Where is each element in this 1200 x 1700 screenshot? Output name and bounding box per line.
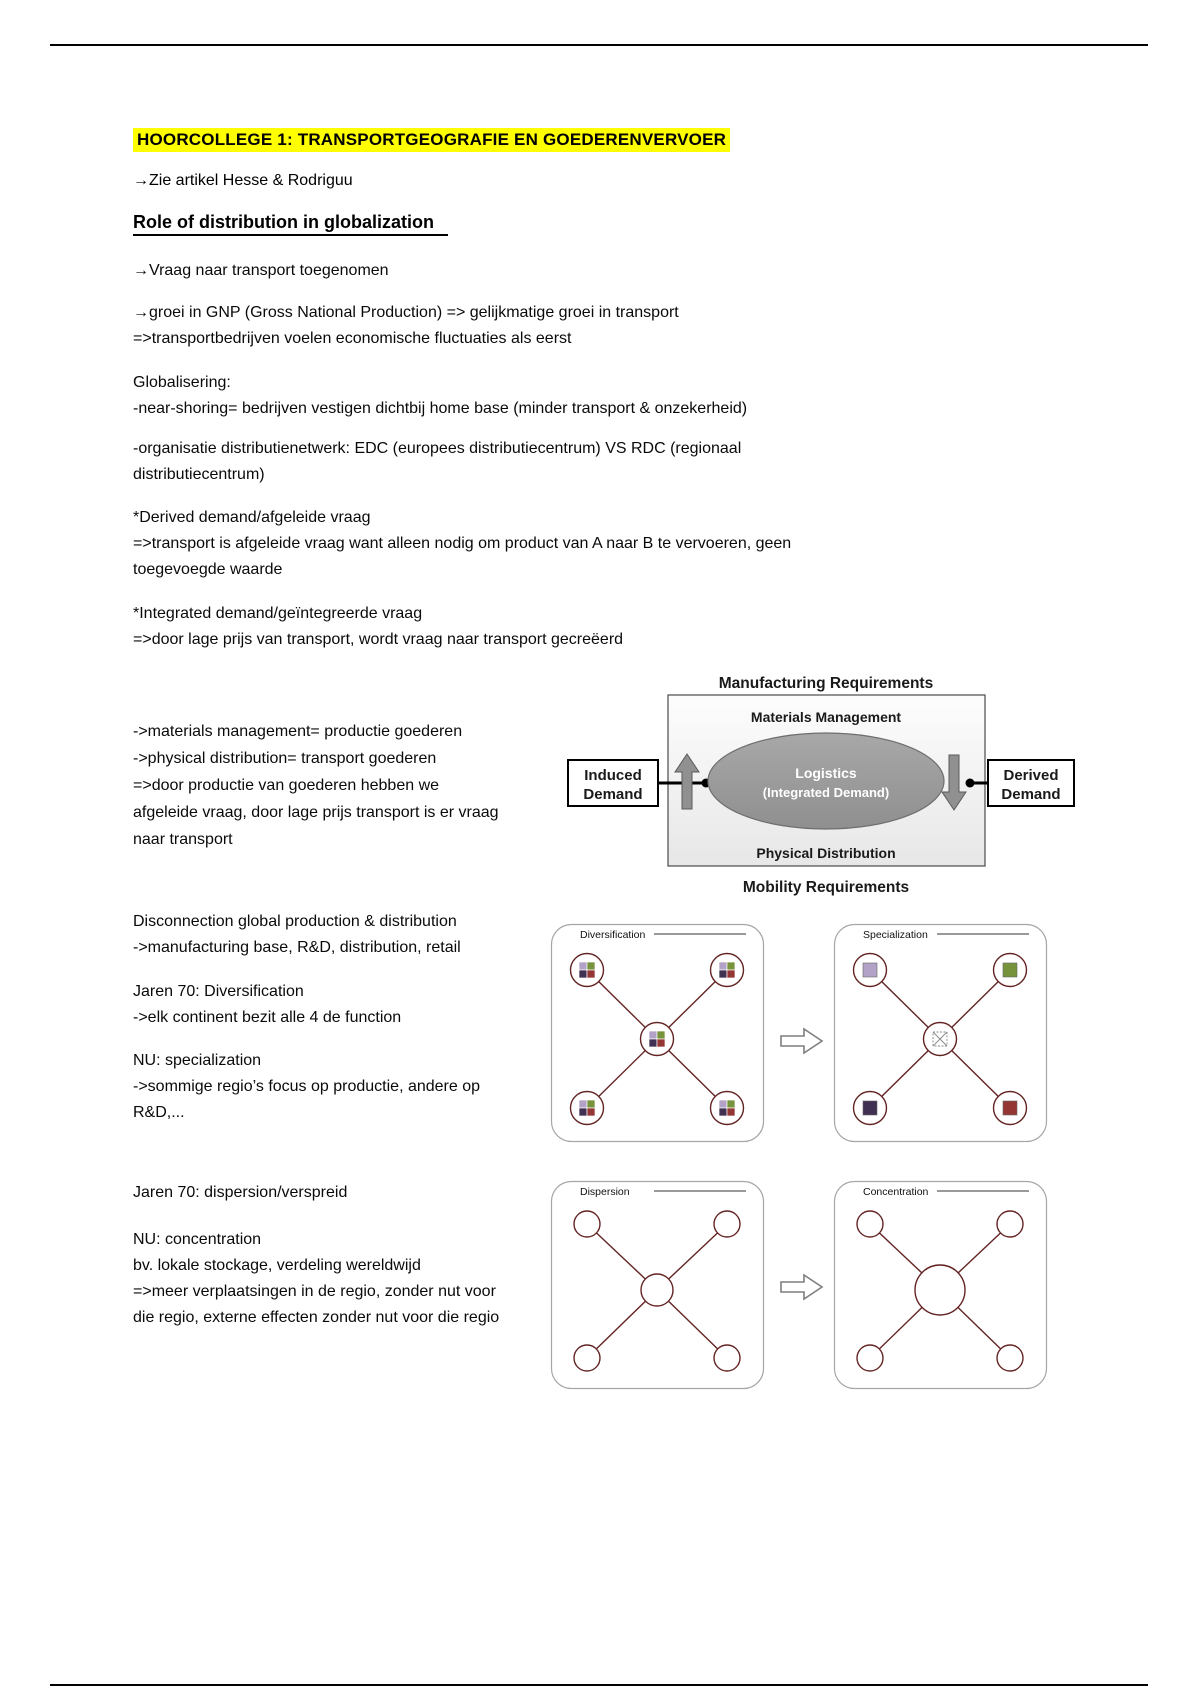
paragraph-vraag-transport: →Vraag naar transport toegenomen	[133, 262, 389, 279]
up-arrow-icon	[674, 753, 700, 810]
integrated-demand-label: (Integrated Demand)	[763, 785, 889, 800]
paragraph-globalisering: Globalisering: -near-shoring= bedrijven …	[133, 374, 748, 417]
paragraph-nu-specialization: NU: specialization ->sommige regio’s foc…	[133, 1052, 481, 1121]
derived-demand-label-line1: Derived	[1003, 767, 1058, 784]
diversification-panel: Diversification	[550, 923, 765, 1143]
paragraph-materials-management: ->materials management= productie goeder…	[133, 723, 499, 848]
hub-node	[914, 1264, 966, 1316]
physical-distribution-label: Physical Distribution	[756, 845, 895, 861]
network-node	[639, 1021, 675, 1057]
dispersion-panel: Dispersion	[550, 1180, 765, 1390]
concentration-panel: Concentration	[833, 1180, 1048, 1390]
paragraph-integrated-demand: *Integrated demand/geïntegreerde vraag =…	[133, 605, 624, 648]
induced-demand-box: Induced Demand	[567, 759, 659, 807]
reference-line: →Zie artikel Hesse & Rodriguu	[133, 172, 353, 189]
top-rule	[50, 44, 1148, 46]
materials-management-label: Materials Management	[751, 709, 901, 725]
induced-demand-label-line2: Demand	[583, 786, 642, 803]
derived-demand-box: Derived Demand	[987, 759, 1075, 807]
paragraph-jaren70-dispersion: Jaren 70: dispersion/verspreid	[133, 1184, 348, 1201]
paragraph-jaren70-diversification: Jaren 70: Diversification ->elk continen…	[133, 983, 402, 1026]
network-nodes	[573, 1210, 741, 1372]
page-title: HOORCOLLEGE 1: TRANSPORTGEOGRAFIE EN GOE…	[133, 128, 731, 152]
hub-node	[640, 1273, 674, 1307]
paragraph-distributienetwerk: -organisatie distributienetwerk: EDC (eu…	[133, 440, 742, 483]
network-node	[992, 1090, 1028, 1126]
paragraph-nu-concentration: NU: concentration bv. lokale stockage, v…	[133, 1231, 500, 1326]
diversification-title: Diversification	[580, 929, 646, 941]
dispersion-title: Dispersion	[580, 1186, 630, 1198]
transition-arrow-icon	[780, 1027, 824, 1055]
transition-arrow-icon	[780, 1273, 824, 1301]
logistics-label: Logistics	[795, 765, 857, 781]
derived-connector-dot	[965, 778, 975, 788]
network-node	[709, 1090, 745, 1126]
network-node	[709, 952, 745, 988]
logistics-diagram: Manufacturing Requirements Materials Man…	[567, 675, 1075, 896]
derived-demand-label-line2: Demand	[1001, 786, 1060, 803]
network-node-hub	[922, 1021, 958, 1057]
mobility-requirements-label: Mobility Requirements	[743, 879, 909, 896]
paragraph-derived-demand: *Derived demand/afgeleide vraag =>transp…	[133, 509, 792, 578]
network-nodes	[856, 1210, 1024, 1372]
bottom-rule	[50, 1684, 1148, 1686]
paragraph-disconnection: Disconnection global production & distri…	[133, 913, 461, 956]
network-node	[992, 952, 1028, 988]
network-node	[569, 1090, 605, 1126]
manufacturing-requirements-label: Manufacturing Requirements	[719, 675, 933, 692]
network-node	[852, 1090, 888, 1126]
paragraph-gnp-groei: →groei in GNP (Gross National Production…	[133, 304, 679, 347]
section-heading: Role of distribution in globalization	[133, 212, 448, 236]
specialization-panel: Specialization	[833, 923, 1048, 1143]
network-node	[852, 952, 888, 988]
down-arrow-icon	[941, 754, 967, 811]
network-node	[569, 952, 605, 988]
specialization-title: Specialization	[863, 929, 928, 941]
logistics-ellipse	[707, 732, 945, 830]
concentration-title: Concentration	[863, 1186, 929, 1198]
induced-demand-label-line1: Induced	[584, 767, 642, 784]
